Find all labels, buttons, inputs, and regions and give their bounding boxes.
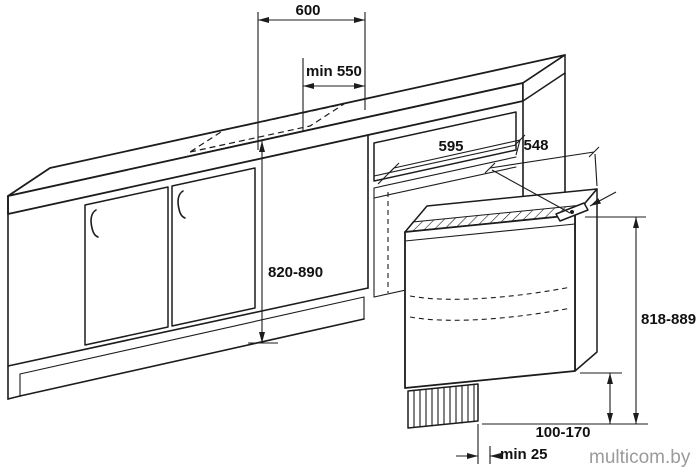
watermark-text: multicom.by xyxy=(589,447,691,468)
dim-100-170-label: 100-170 xyxy=(535,424,590,441)
dimension-worktop-height: 820-890 xyxy=(248,141,323,344)
vent-grille xyxy=(407,383,479,429)
hinge-pointer-arrow xyxy=(589,191,617,207)
door-break-line-upper xyxy=(409,286,572,300)
dim-548-label: 548 xyxy=(523,137,548,154)
dim-595-label: 595 xyxy=(438,138,463,155)
dim-min550-label: min 550 xyxy=(306,63,362,80)
dimensions: 600 min 550 595 548 xyxy=(248,2,696,464)
dim-818-889-label: 818-889 xyxy=(641,311,696,328)
dim-600-label: 600 xyxy=(295,2,320,19)
dim-820-890-label: 820-890 xyxy=(268,264,323,281)
dimension-plinth-height: 100-170 xyxy=(535,372,622,441)
door-handle-left xyxy=(90,209,99,238)
door-break-line-lower xyxy=(409,307,572,321)
cabinet-door-right xyxy=(171,167,256,327)
dimension-appliance-height: 818-889 xyxy=(482,216,696,425)
drawer-front xyxy=(373,111,517,182)
appliance-side-face xyxy=(574,188,598,372)
dimension-bottom-clearance: min 25 xyxy=(456,424,548,464)
dimension-niche-width: 595 xyxy=(377,134,526,185)
built-under-appliance xyxy=(403,188,617,429)
dimension-niche-depth: min 550 xyxy=(302,58,365,132)
appliance-footprint-dashed xyxy=(189,103,345,153)
dimension-appliance-depth: 548 xyxy=(484,137,600,214)
appliance-door xyxy=(404,214,576,389)
dim-min25-label: min 25 xyxy=(500,446,548,463)
dimension-counter-depth: 600 xyxy=(257,2,366,150)
cabinet-door-left xyxy=(84,186,169,346)
kitchen-cabinet xyxy=(7,54,566,400)
door-handle-right xyxy=(177,190,186,219)
plinth xyxy=(19,296,365,397)
hinge-pin xyxy=(570,210,574,214)
